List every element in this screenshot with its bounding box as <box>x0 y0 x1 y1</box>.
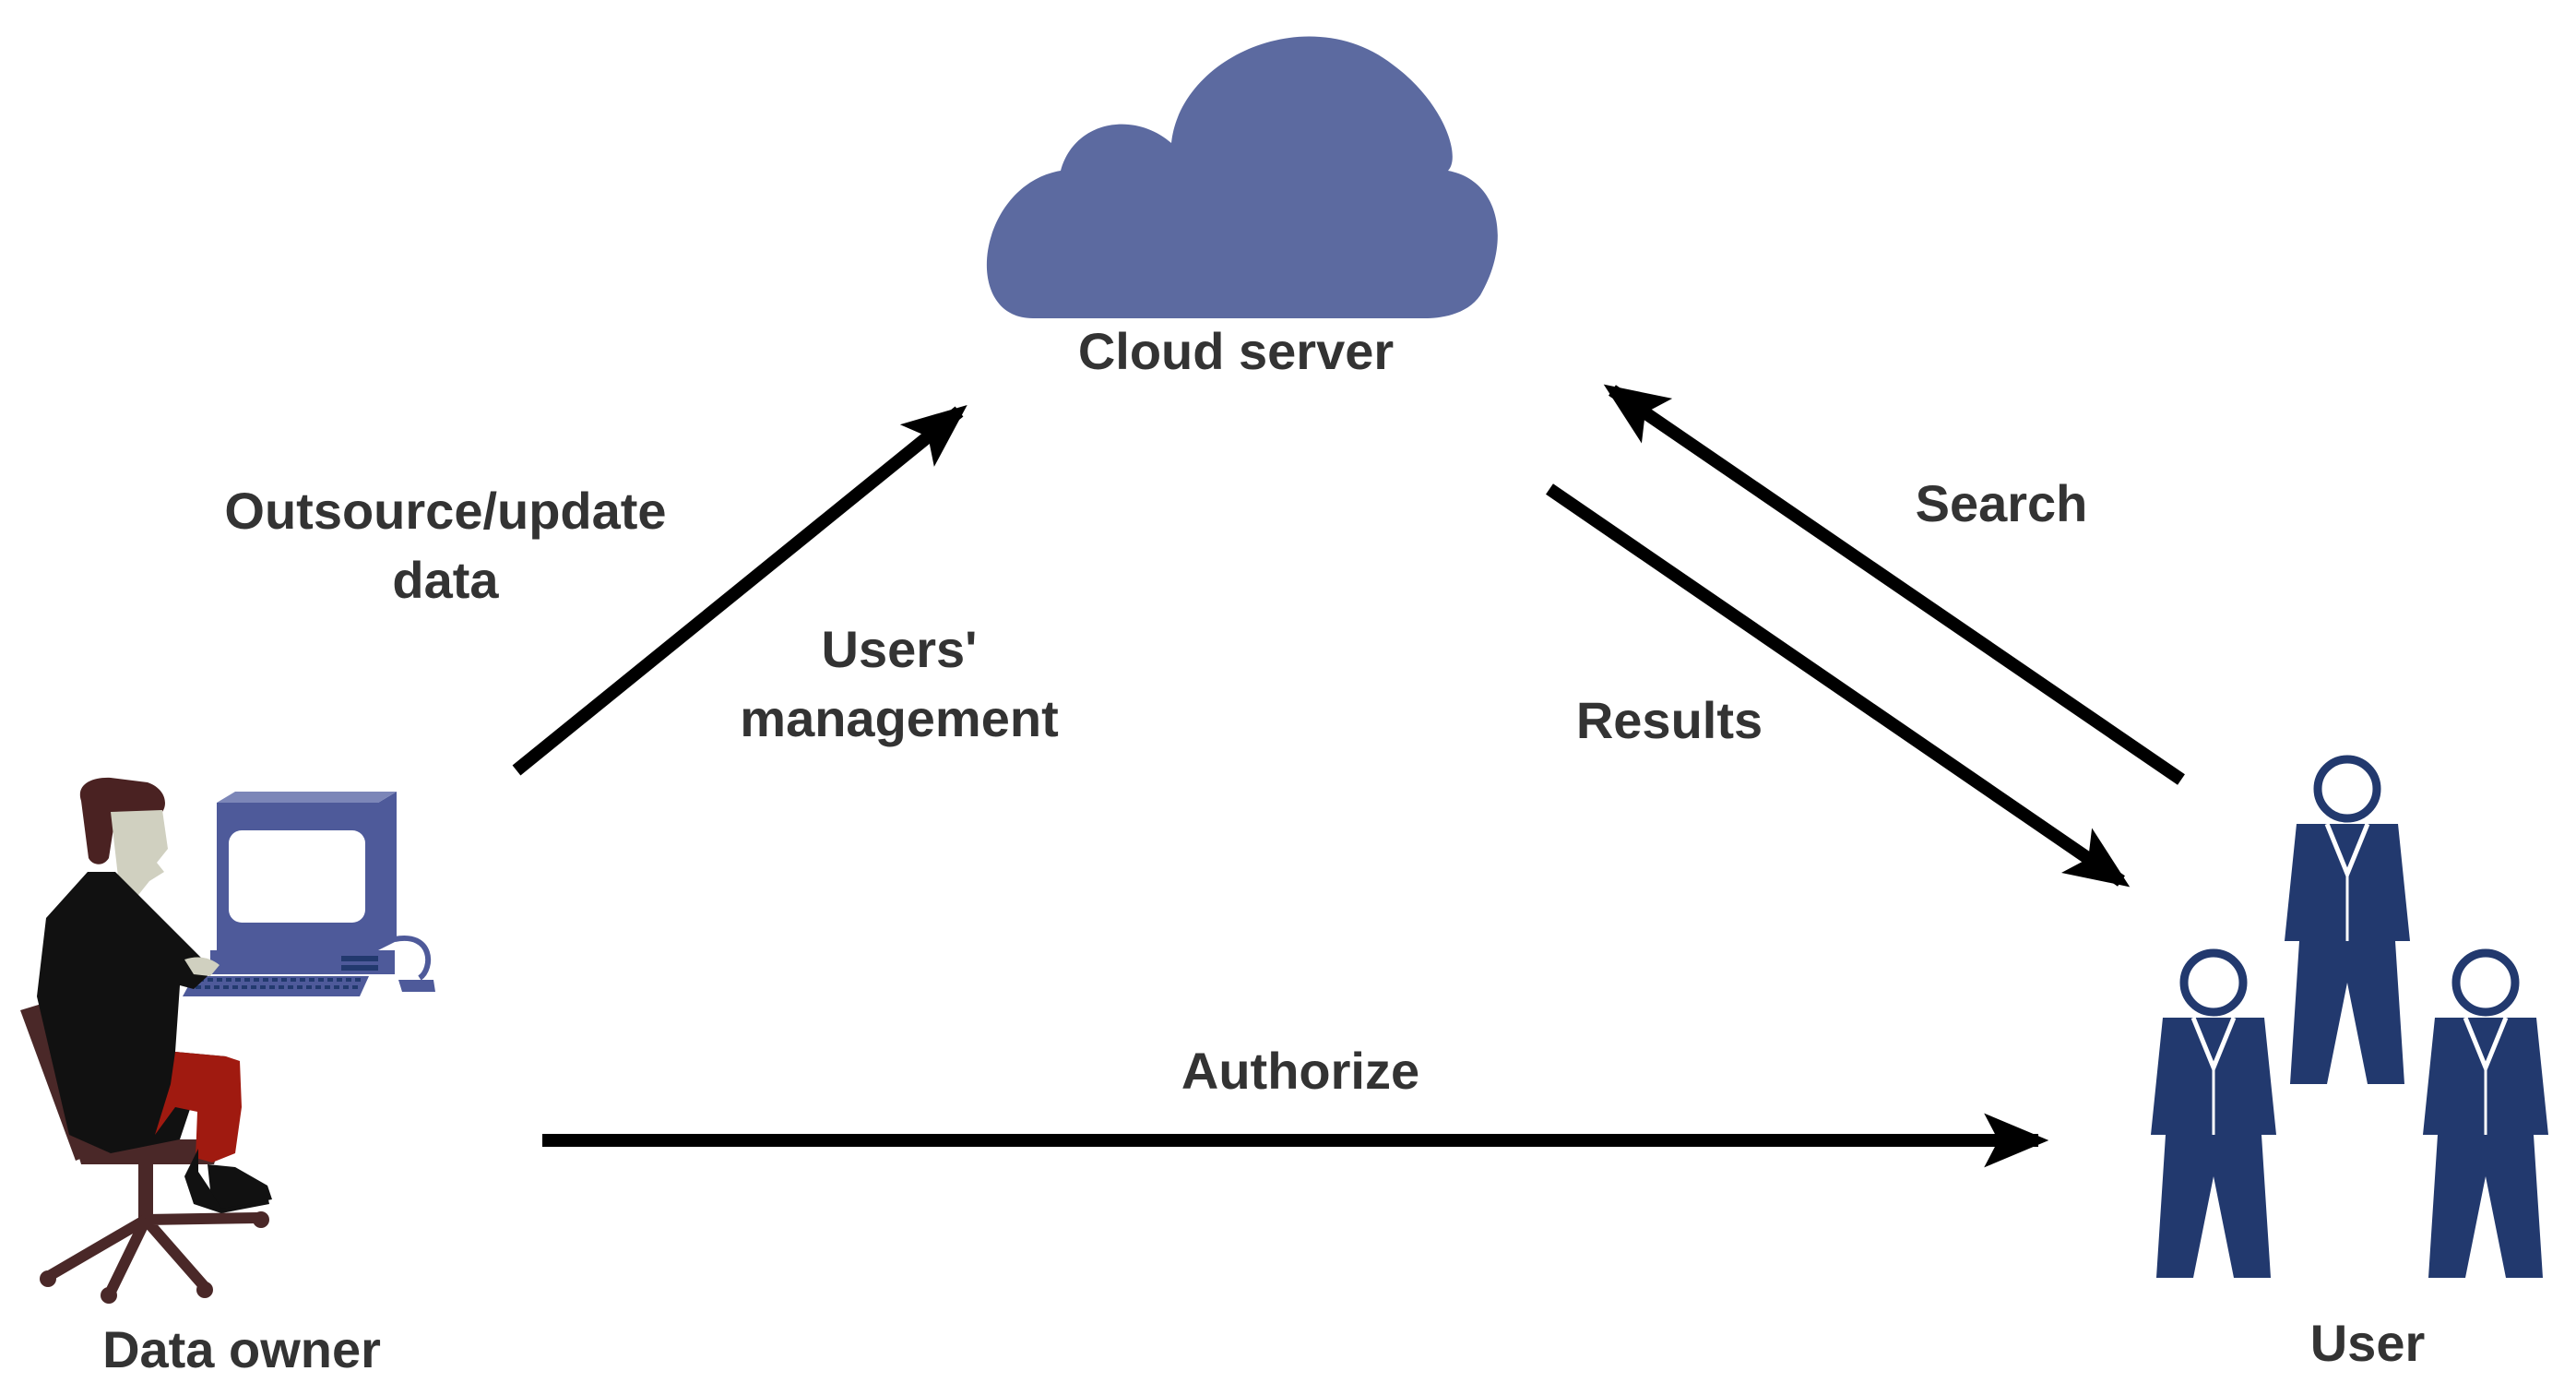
arrow-search <box>1603 384 2185 785</box>
arrow-outsource <box>512 404 967 776</box>
computer-icon <box>183 792 435 996</box>
user-figure-icon <box>2423 948 2548 1278</box>
search-label: Search <box>1916 474 2088 532</box>
arrow-results <box>1546 483 2131 888</box>
outsource-label-line1: Outsource/update <box>224 482 666 540</box>
authorize-label: Authorize <box>1181 1042 1419 1100</box>
user-figure-icon <box>2285 755 2410 1084</box>
user-label: User <box>2310 1314 2426 1372</box>
cloud-server-icon <box>986 36 1498 318</box>
person-icon <box>37 777 272 1213</box>
data-owner-label: Data owner <box>102 1320 381 1378</box>
results-label: Results <box>1576 691 1763 749</box>
outsource-label-line2: data <box>392 551 499 609</box>
users-management-label-line2: management <box>740 689 1058 747</box>
user-icon <box>2151 755 2548 1278</box>
user-figure-icon <box>2151 948 2276 1278</box>
cloud-server-label: Cloud server <box>1078 322 1394 380</box>
data-owner-icon <box>20 777 435 1304</box>
users-management-label-line1: Users' <box>822 620 978 678</box>
